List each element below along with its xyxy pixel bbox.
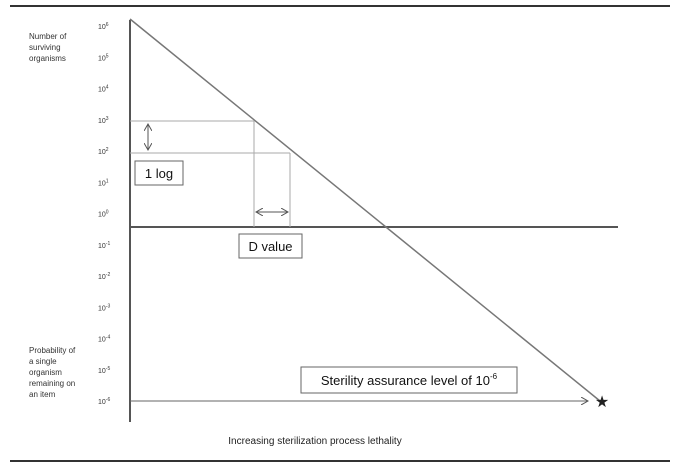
y-tick-label: 103: [98, 116, 109, 125]
y-tick-label: 10-1: [98, 241, 110, 250]
d-value-label: D value: [248, 239, 292, 254]
one-log-label: 1 log: [145, 166, 173, 181]
sal-label: Sterility assurance level of 10-6: [321, 372, 498, 388]
y-tick-label: 105: [98, 53, 109, 62]
y-label-line: a single: [29, 357, 57, 366]
y-tick-label: 10-4: [98, 335, 110, 344]
sal-exponent: -6: [490, 372, 498, 381]
y-tick-label: 10-5: [98, 366, 110, 375]
y-tick-label: 10-3: [98, 303, 110, 312]
y-tick-label: 106: [98, 22, 109, 31]
y-label-top: Number of surviving organisms: [29, 32, 67, 63]
y-tick-label: 102: [98, 147, 109, 156]
sal-box: [300, 366, 518, 394]
y-label-line: surviving: [29, 43, 61, 52]
x-axis-label: Increasing sterilization process lethali…: [228, 436, 401, 447]
y-tick-labels: 106 105 104 103 102 101 100 10-1 10-2 10-3 10-4 10-…: [98, 22, 110, 406]
series-survivor-line: [129, 18, 601, 402]
y-label-bottom: Probability of a single organism remaining …: [29, 346, 76, 399]
y-tick-label: 10-6: [98, 397, 110, 406]
y-tick-label: 104: [98, 85, 109, 94]
sal-star-icon: ★: [595, 392, 609, 411]
y-label-line: organism: [29, 368, 62, 377]
y-label-line: organisms: [29, 54, 66, 63]
y-label-line: remaining on: [29, 379, 75, 388]
y-tick-label: 100: [98, 210, 109, 219]
y-tick-label: 10-2: [98, 272, 110, 281]
y-label-line: Probability of: [29, 346, 76, 355]
y-label-line: an item: [29, 390, 56, 399]
y-label-line: Number of: [29, 32, 67, 41]
one-log-box: [134, 160, 184, 186]
d-value-box: [238, 233, 303, 259]
y-tick-label: 101: [98, 178, 109, 187]
d-value-construction: [130, 120, 291, 227]
